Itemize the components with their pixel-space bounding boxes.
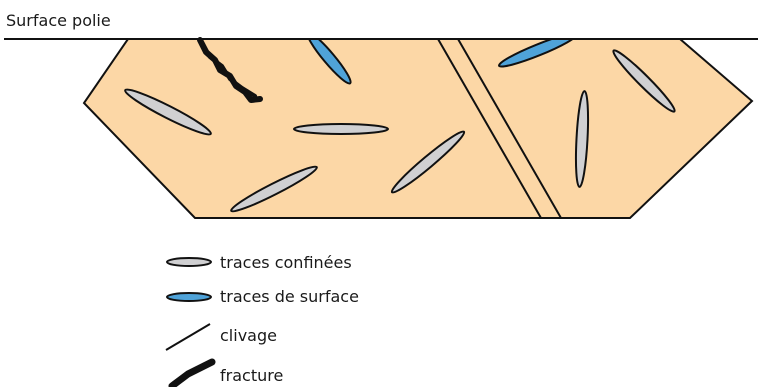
fracture-swatch (172, 362, 212, 386)
legend: traces confinées traces de surface cliva… (166, 253, 359, 386)
legend-item-cleavage: clivage (166, 324, 277, 350)
legend-item-surface: traces de surface (167, 287, 359, 306)
legend-item-fracture: fracture (172, 362, 283, 386)
surface-track-swatch (167, 293, 211, 301)
polished-surface-label: Surface polie (6, 11, 111, 30)
legend-label-fracture: fracture (220, 366, 283, 385)
confined-track-swatch (167, 258, 211, 266)
cleavage-swatch (166, 324, 210, 350)
confined-track (294, 124, 388, 134)
legend-item-confined: traces confinées (167, 253, 352, 272)
legend-label-cleavage: clivage (220, 326, 277, 345)
legend-label-confined: traces confinées (220, 253, 352, 272)
legend-label-surface: traces de surface (220, 287, 359, 306)
crystal-section (84, 39, 752, 218)
